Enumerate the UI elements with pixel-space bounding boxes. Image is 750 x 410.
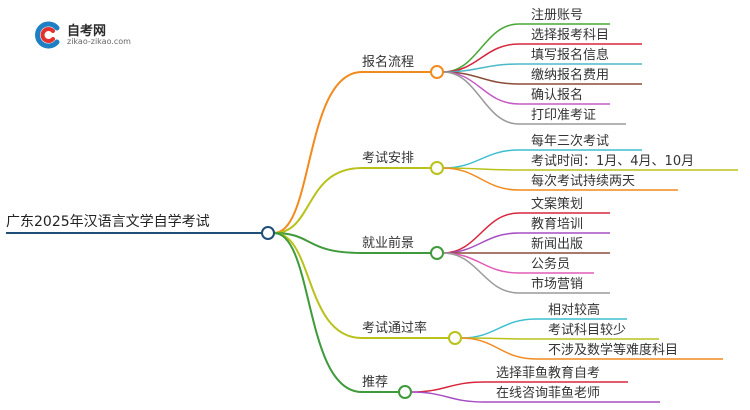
leaf-connector: [460, 337, 537, 360]
logo-url: zikao-zikao.com: [67, 37, 131, 46]
leaf-label: 填写报名信息: [531, 47, 609, 63]
leaf-label: 每次考试持续两天: [531, 173, 635, 189]
branch-label: 考试通过率: [362, 320, 427, 336]
branch-node-circle: [448, 331, 462, 345]
branch-label: 报名流程: [362, 54, 414, 70]
branch-node-circle: [430, 161, 444, 175]
leaf-connector: [442, 167, 520, 191]
leaf-label: 公务员: [531, 256, 570, 272]
leaf-connector: [442, 212, 520, 254]
site-logo: 自考网 zikao-zikao.com: [33, 18, 153, 50]
leaf-label: 教育培训: [531, 216, 583, 232]
branch-node-circle: [398, 385, 412, 399]
leaf-label: 打印准考证: [531, 108, 596, 123]
leaf-connector: [410, 391, 485, 403]
branch-label: 推荐: [362, 375, 388, 390]
branch-label: 就业前景: [362, 235, 414, 251]
logo-icon: [35, 21, 60, 49]
leaf-label: 确认报名: [531, 87, 583, 103]
branch-node-circle: [430, 65, 444, 79]
leaf-label: 选择报考科目: [531, 28, 609, 43]
root-node-label: 广东2025年汉语言文学自学考试: [6, 214, 210, 230]
branch-node-circle: [430, 246, 444, 260]
leaf-label: 注册账号: [531, 8, 583, 23]
leaf-connector: [460, 318, 537, 339]
leaf-label: 考试时间：1月、4月、10月: [531, 154, 694, 169]
leaf-connector: [442, 149, 520, 169]
branch-connector: [273, 71, 363, 234]
leaf-label: 新闻出版: [531, 236, 583, 252]
leaf-connector: [442, 232, 520, 254]
leaf-label: 相对较高: [548, 302, 600, 318]
branch-connector: [273, 232, 363, 339]
branch-connector: [273, 167, 363, 234]
leaf-connector: [442, 252, 520, 274]
leaf-label: 每年三次考试: [531, 133, 609, 149]
branch-connector: [273, 232, 363, 393]
leaf-connector: [410, 381, 485, 393]
branch-label: 考试安排: [362, 151, 414, 166]
leaf-label: 市场营销: [531, 276, 583, 292]
leaf-label: 考试科目较少: [548, 323, 626, 338]
leaf-label: 缴纳报名费用: [531, 67, 609, 83]
logo-name: 自考网: [67, 24, 107, 39]
leaf-label: 不涉及数学等难度科目: [548, 342, 678, 358]
root-node-circle: [261, 226, 275, 240]
leaf-label: 文案策划: [531, 196, 583, 212]
leaf-label: 选择菲鱼教育自考: [496, 365, 600, 381]
leaf-connector: [442, 252, 520, 294]
leaf-connector: [442, 71, 520, 125]
leaf-label: 在线咨询菲鱼老师: [496, 385, 600, 401]
branch-connector: [273, 232, 363, 254]
